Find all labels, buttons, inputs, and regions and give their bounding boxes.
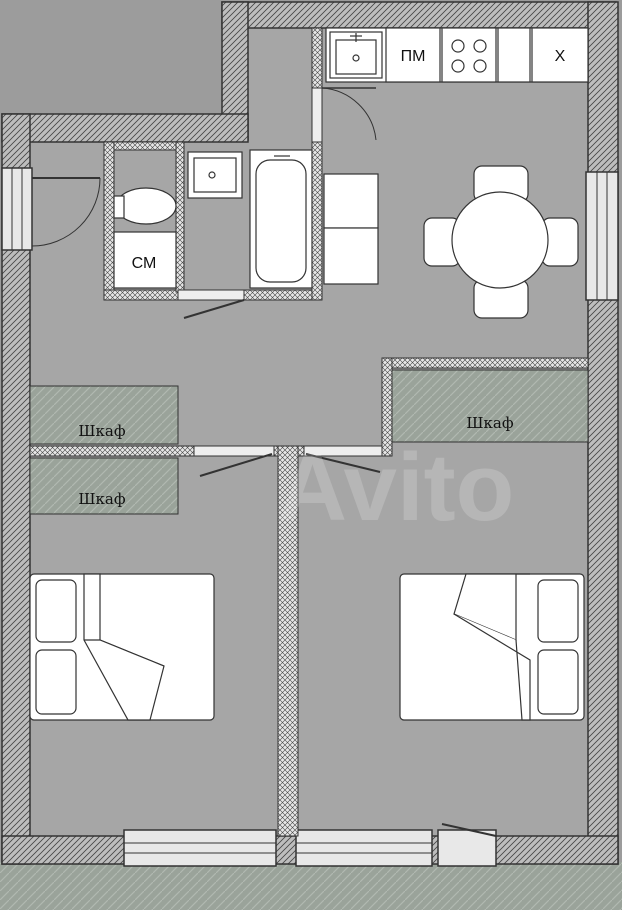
watermark: Avito: [278, 434, 514, 541]
counter-cabinet: [497, 27, 531, 83]
window-right: [585, 171, 619, 301]
fridge: [531, 27, 589, 83]
stove: [441, 27, 497, 83]
interior-walls: [29, 27, 589, 837]
fridge-label: Х: [555, 48, 566, 65]
window-left: [1, 167, 33, 251]
wardrobe-left-upper: [29, 385, 179, 445]
dishwasher: [385, 27, 441, 83]
wardrobe-left-upper-label: Шкаф: [78, 422, 125, 440]
toilet: [115, 187, 177, 225]
wardrobe-left-lower: [29, 457, 179, 515]
bedroom-door-right: [303, 445, 383, 473]
entrance-door: [311, 87, 377, 143]
bathroom-fixtures: [113, 149, 313, 289]
washing-machine: [113, 231, 177, 289]
washer-label: СМ: [132, 255, 157, 272]
dishwasher-label: ПМ: [401, 48, 426, 65]
bed-left: [29, 573, 215, 721]
balcony: [0, 862, 622, 910]
wardrobe-right-label: Шкаф: [466, 414, 513, 432]
window-bottom-right: [295, 829, 433, 867]
wardrobes: [29, 369, 589, 515]
wardrobe-right: [391, 369, 589, 443]
bedroom-door-left: [193, 445, 275, 477]
wardrobe-left-lower-label: Шкаф: [78, 490, 125, 508]
front-door: [31, 177, 101, 247]
kitchen-counter: [325, 27, 589, 83]
bathroom-door: [177, 289, 245, 319]
balcony-door: [437, 823, 497, 867]
dining-table: [423, 165, 579, 319]
kitchen-cabinets: [323, 173, 379, 285]
window-bottom-left: [123, 829, 277, 867]
bed-right: [399, 573, 585, 721]
